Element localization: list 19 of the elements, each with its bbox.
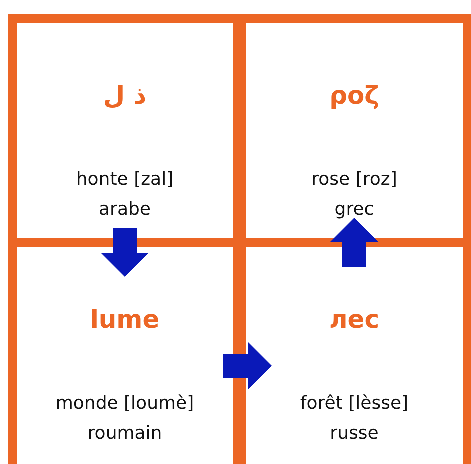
- word-heading: ذ ل: [102, 81, 148, 110]
- word-card: [17, 247, 233, 464]
- block-arrow: [330, 218, 378, 267]
- language-text: russe: [329, 423, 380, 444]
- word-heading: лес: [328, 305, 381, 334]
- translation-text: honte [zal]: [75, 169, 175, 190]
- word-card: [246, 247, 463, 464]
- word-heading: ροζ: [328, 81, 380, 110]
- block-arrow: [223, 342, 272, 390]
- translation-text: monde [loumè]: [54, 393, 196, 414]
- word-card: [246, 23, 463, 238]
- language-text: arabe: [98, 199, 152, 220]
- language-text: grec: [334, 199, 376, 220]
- language-text: roumain: [86, 423, 164, 444]
- block-arrow: [101, 228, 149, 277]
- word-card: [17, 23, 233, 238]
- word-heading: lume: [89, 305, 161, 334]
- translation-text: rose [roz]: [310, 169, 398, 190]
- translation-text: forêt [lèsse]: [299, 393, 410, 414]
